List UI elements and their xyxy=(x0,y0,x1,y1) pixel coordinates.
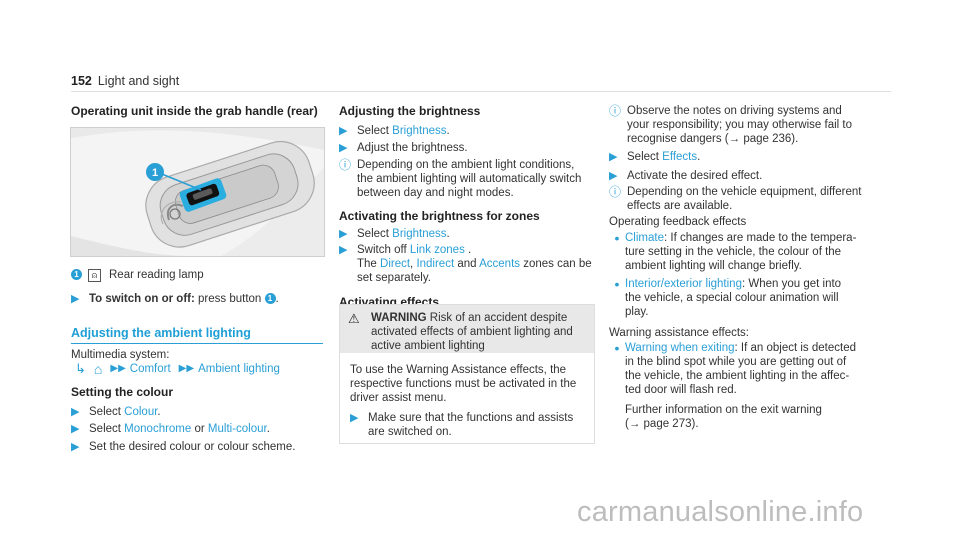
effect-climate: Climate xyxy=(625,232,664,244)
warning-step: ▶ Make sure that the functions and assis… xyxy=(350,412,574,438)
warning-body: To use the Warning Assistance effects, t… xyxy=(350,364,577,404)
header-rule xyxy=(71,91,891,92)
grab-handle-figure: 1 xyxy=(70,127,325,257)
step-arrow-icon: ▶ xyxy=(350,412,359,424)
step-arrow-icon: ▶ xyxy=(609,151,618,163)
option-monochrome: Monochrome xyxy=(124,423,192,435)
option-colour: Colour xyxy=(124,406,158,418)
info-icon: ⓘ xyxy=(609,185,622,199)
zone-accents: Accents xyxy=(479,258,521,270)
legend-callout: 1 xyxy=(71,269,82,280)
zones-step-2: ▶ Switch off Link zones .The Direct, Ind… xyxy=(339,244,592,284)
nav-ambient-lighting: Ambient lighting xyxy=(198,363,280,375)
brightness-info: ⓘ Depending on the ambient light conditi… xyxy=(339,158,582,199)
nav-chevron-icon: ▶▶ xyxy=(110,363,126,374)
nav-chevron-icon: ▶▶ xyxy=(178,363,195,374)
step-arrow-icon: ▶ xyxy=(71,293,80,305)
legend-text: Rear reading lamp xyxy=(109,269,204,281)
grab-handle-illustration: 1 xyxy=(71,128,324,256)
legend-item-1: 1 ⍝ Rear reading lamp xyxy=(71,268,204,282)
colour-step-2: ▶ Select Monochrome or Multi-colour. xyxy=(71,423,270,435)
bullet-icon: • xyxy=(614,230,620,246)
bullet-icon: • xyxy=(614,276,620,292)
lamp-icon: ⍝ xyxy=(88,269,101,282)
warning-assist-label: Warning assistance effects: xyxy=(609,327,749,339)
zone-direct: Direct xyxy=(380,258,411,270)
zone-indirect: Indirect xyxy=(416,258,455,270)
bullet-climate: • Climate: If changes are made to the te… xyxy=(609,230,857,273)
further-info: Further information on the exit warning(… xyxy=(625,404,822,430)
bullet-icon: • xyxy=(614,340,620,356)
nav-path: ↳ ⌂ ▶▶ Comfort ▶▶ Ambient lighting xyxy=(75,361,280,377)
page-title: Light and sight xyxy=(97,74,180,88)
step-arrow-icon: ▶ xyxy=(339,228,348,240)
heading-colour: Setting the colour xyxy=(71,385,173,399)
info-icon: ⓘ xyxy=(339,158,352,172)
warning-triangle-icon: ⚠ xyxy=(348,311,360,326)
observe-info: ⓘ Observe the notes on driving systems a… xyxy=(609,104,852,145)
home-icon: ⌂ xyxy=(93,361,103,377)
effect-warning-exiting: Warning when exiting xyxy=(625,342,735,354)
step-arrow-icon: ▶ xyxy=(609,170,618,182)
effect-interior-exterior: Interior/exterior lighting xyxy=(625,278,742,290)
switch-step: ▶ To switch on or off: press button 1. xyxy=(71,293,279,305)
watermark: carmanualsonline.info xyxy=(577,496,864,528)
option-link-zones: Link zones xyxy=(409,244,465,256)
zones-step-1: ▶ Select Brightness. xyxy=(339,228,450,240)
page-number: 152 xyxy=(71,74,92,88)
effects-step-2: ▶ Activate the desired effect. xyxy=(609,170,763,182)
step-arrow-icon: ▶ xyxy=(71,423,80,435)
nav-comfort: Comfort xyxy=(129,363,171,375)
option-multi-colour: Multi-colour xyxy=(207,423,267,435)
info-icon: ⓘ xyxy=(609,104,622,118)
multimedia-label: Multimedia system: xyxy=(71,349,170,361)
switch-label: To switch on or off: xyxy=(89,293,195,305)
effects-info: ⓘ Depending on the vehicle equipment, di… xyxy=(609,185,862,212)
colour-step-1: ▶ Select Colour. xyxy=(71,406,161,418)
option-brightness: Brightness xyxy=(392,228,447,240)
feedback-label: Operating feedback effects xyxy=(609,216,747,228)
effects-step-1: ▶ Select Effects. xyxy=(609,151,701,163)
ambient-underline xyxy=(71,343,323,344)
figure-callout-1: 1 xyxy=(152,167,158,179)
option-effects: Effects xyxy=(662,151,698,163)
button-callout: 1 xyxy=(264,293,276,305)
warning-label: WARNING xyxy=(371,312,427,324)
brightness-step-2: ▶ Adjust the brightness. xyxy=(339,142,468,154)
step-arrow-icon: ▶ xyxy=(339,244,348,256)
option-brightness: Brightness xyxy=(392,125,447,137)
step-arrow-icon: ▶ xyxy=(339,142,348,154)
heading-brightness: Adjusting the brightness xyxy=(339,104,481,118)
colour-step-3: ▶ Set the desired colour or colour schem… xyxy=(71,441,296,453)
bullet-interior: • Interior/exterior lighting: When you g… xyxy=(609,276,842,319)
step-arrow-icon: ▶ xyxy=(339,125,348,137)
heading-zones: Activating the brightness for zones xyxy=(339,209,540,223)
step-arrow-icon: ▶ xyxy=(71,406,80,418)
page-header: 152 Light and sight xyxy=(71,74,179,88)
brightness-step-1: ▶ Select Brightness. xyxy=(339,125,450,137)
step-arrow-icon: ▶ xyxy=(71,441,80,453)
bullet-exit-warning: • Warning when exiting: If an object is … xyxy=(609,341,856,397)
heading-ambient-lighting: Adjusting the ambient lighting xyxy=(71,326,251,340)
return-arrow-icon: ↳ xyxy=(75,361,86,376)
heading-operating-unit: Operating unit inside the grab handle (r… xyxy=(71,104,318,118)
